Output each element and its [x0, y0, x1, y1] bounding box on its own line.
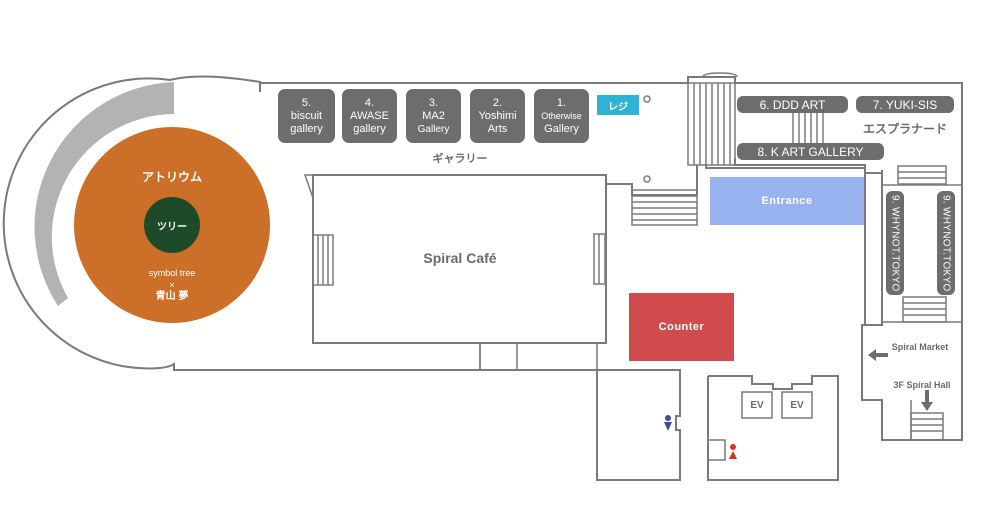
gallery-name: biscuit: [290, 109, 323, 122]
gallery-area-label: ギャラリー: [432, 153, 488, 165]
elevator-label-1: EV: [750, 399, 764, 411]
gallery-wall: [259, 76, 963, 441]
gallery-3[interactable]: 3. MA2 Gallery: [406, 89, 461, 143]
gallery-name: Otherwise: [541, 110, 582, 121]
entrance-wall: [705, 165, 866, 325]
atrium-title: アトリウム: [141, 169, 202, 184]
cafe-label: Spiral Café: [423, 250, 497, 266]
atrium-subtitle-line3: 青山 夢: [155, 291, 189, 302]
pillar-marker: [643, 95, 651, 103]
restroom-female-icon: [729, 444, 737, 459]
atrium-subtitle: symbol tree × 青山 夢: [112, 265, 232, 305]
shop-whynot-tokyo-right[interactable]: 9. WHYNOT.TOKYO: [937, 191, 955, 295]
gallery-number: 5.: [301, 96, 312, 109]
gallery-number: 1.: [556, 96, 567, 109]
counter-area: [629, 293, 734, 361]
gallery-number: 4.: [364, 96, 375, 109]
atrium-outer-wall: [2, 75, 597, 371]
register-area: [597, 95, 639, 115]
cafe-side-stairs: [631, 189, 698, 226]
gallery-5[interactable]: 5. biscuit gallery: [278, 89, 335, 143]
tree-label: ツリー: [157, 221, 187, 233]
hall-stairs: [910, 412, 944, 441]
stair-top-cap: [702, 72, 738, 78]
arrow-down-icon: [921, 390, 933, 411]
gallery-name: Gallery: [417, 123, 450, 135]
counter-label: Counter: [658, 321, 705, 333]
entrance-label: Entrance: [761, 195, 813, 207]
gallery-2[interactable]: 2. Yoshimi Arts: [470, 89, 525, 143]
atrium-subtitle-line2: ×: [169, 280, 175, 290]
arrow-left-icon: [868, 349, 888, 361]
gallery-name: AWASE: [350, 109, 389, 122]
gallery-number: 2.: [492, 96, 503, 109]
atrium-ramp: [34, 82, 175, 306]
esplanade-label: エスプラナード: [862, 121, 947, 136]
shop-k-art-gallery[interactable]: 8. K ART GALLERY: [737, 143, 884, 160]
whynot-bottom-stairs: [902, 296, 947, 323]
gallery-name: Gallery: [544, 122, 579, 135]
register-label: レジ: [608, 101, 628, 113]
whynot-top-stairs: [897, 165, 947, 185]
entrance-area: [710, 177, 864, 225]
cafe-right-stairs: [593, 233, 606, 285]
esplanade-inner-wall: [734, 158, 882, 174]
shop-whynot-tokyo-left[interactable]: 9. WHYNOT.TOKYO: [886, 191, 904, 295]
restroom-women-wall: [707, 375, 839, 481]
cafe-corner: [303, 174, 314, 199]
gallery-name: Yoshimi: [478, 109, 517, 122]
atrium-subtitle-line1: symbol tree: [148, 268, 196, 278]
restroom-male-icon: [664, 415, 672, 431]
spiral-hall-label[interactable]: 3F Spiral Hall: [893, 380, 951, 390]
elevator-label-2: EV: [790, 399, 804, 411]
spiral-market-label[interactable]: Spiral Market: [891, 342, 949, 352]
restroom-men-wall: [596, 369, 681, 481]
gallery-name: Arts: [487, 122, 508, 135]
gallery-number: 3.: [428, 96, 439, 109]
tree-area: [144, 197, 200, 253]
gallery-name: gallery: [290, 122, 323, 135]
gallery-name: gallery: [353, 122, 386, 135]
pillar-marker: [643, 175, 651, 183]
gallery-4[interactable]: 4. AWASE gallery: [342, 89, 397, 143]
shop-yuki-sis[interactable]: 7. YUKI-SIS: [856, 96, 954, 113]
top-stairs: [687, 82, 736, 166]
elevator-2: [781, 391, 813, 419]
gallery-name: MA2: [422, 109, 445, 122]
gallery-1[interactable]: 1. Otherwise Gallery: [534, 89, 589, 143]
shop-ddd-art[interactable]: 6. DDD ART: [737, 96, 848, 113]
elevator-1: [741, 391, 773, 419]
cafe-left-stairs: [312, 234, 334, 286]
